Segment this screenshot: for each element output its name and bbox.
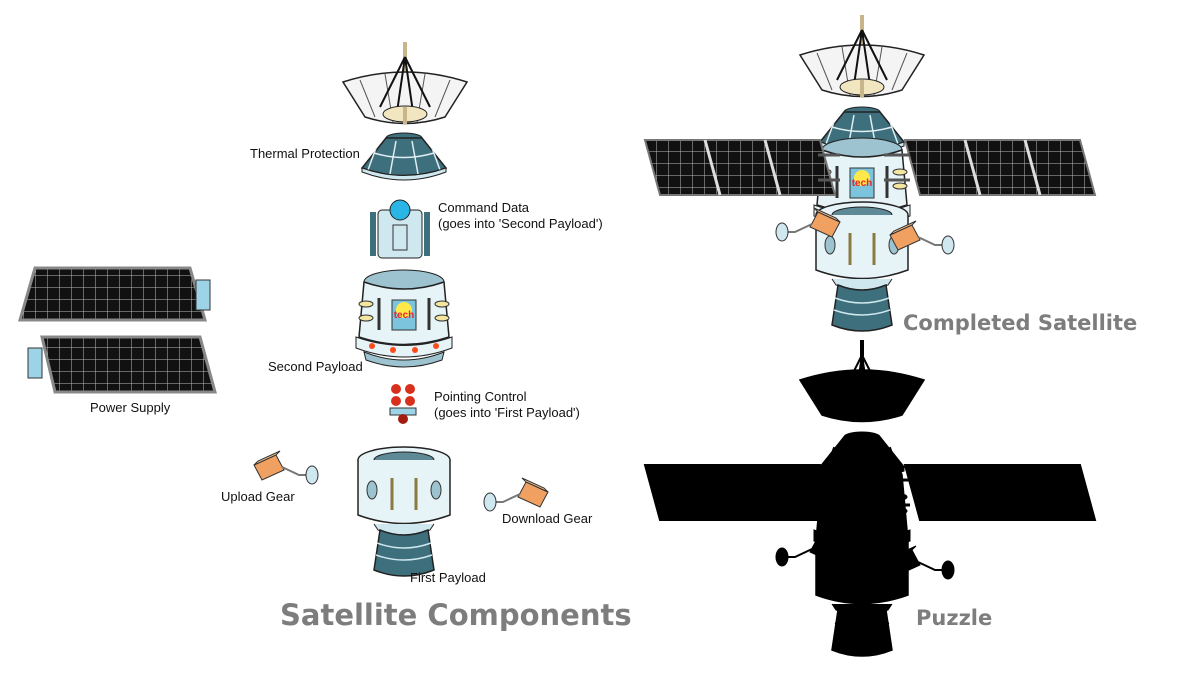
label-upload-gear: Upload Gear: [221, 489, 295, 504]
download-gear: [483, 477, 549, 512]
label-power-supply: Power Supply: [90, 400, 171, 415]
power-supply-panel-top: [18, 266, 211, 322]
label-thermal-protection: Thermal Protection: [250, 146, 360, 161]
thermal-protection-dish: [341, 40, 469, 126]
label-pointing-control: Pointing Control: [434, 389, 527, 404]
title-puzzle: Puzzle: [916, 606, 993, 630]
pointing-control: [389, 384, 417, 424]
label-pointing-control-note: (goes into 'First Payload'): [434, 405, 580, 420]
thermal-protection-cone: [361, 132, 447, 181]
completed-satellite: [645, 15, 1095, 331]
power-supply-panel-bottom: [27, 335, 217, 394]
command-data-module: [370, 199, 430, 259]
upload-gear: [253, 450, 319, 485]
label-first-payload: First Payload: [410, 570, 486, 585]
label-download-gear: Download Gear: [502, 511, 593, 526]
label-second-payload: Second Payload: [268, 359, 363, 374]
title-satellite-components: Satellite Components: [280, 598, 632, 632]
first-payload: [356, 445, 452, 578]
label-command-data-note: (goes into 'Second Payload'): [438, 216, 603, 231]
puzzle-silhouette: [645, 340, 1095, 656]
label-command-data: Command Data: [438, 200, 530, 215]
second-payload: [354, 268, 454, 369]
title-completed-satellite: Completed Satellite: [903, 311, 1138, 335]
